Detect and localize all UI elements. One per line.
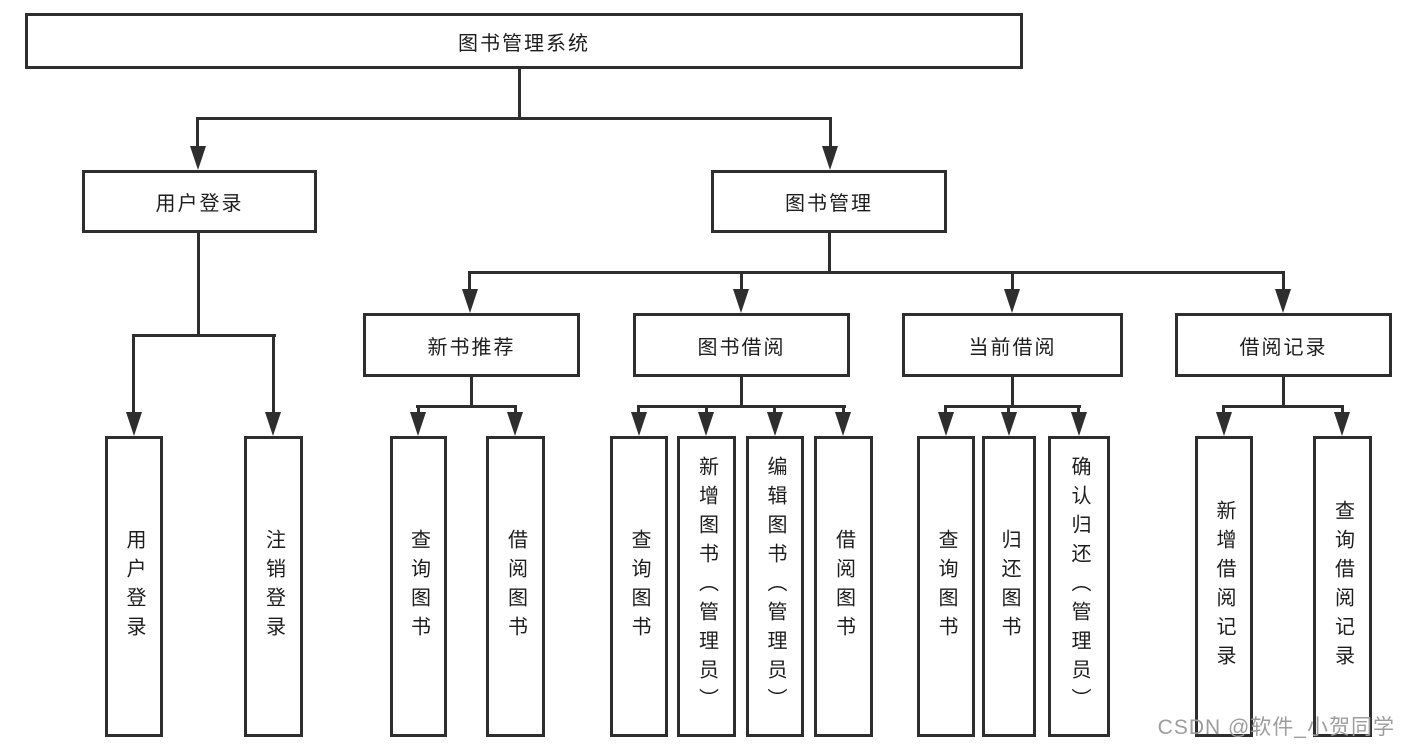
arrowhead (1071, 412, 1087, 436)
leaf-logout: 注销登录 (244, 436, 303, 737)
connector (944, 405, 1081, 408)
arrowhead (1001, 412, 1017, 436)
arrowhead (507, 412, 523, 436)
arrowhead (733, 289, 749, 313)
connector (468, 271, 1285, 274)
node-book-borrow-label: 图书借阅 (697, 336, 786, 359)
leaf-edit-book-admin: 编辑图书（管理员） (746, 436, 804, 737)
arrowhead (631, 412, 647, 436)
connector (468, 271, 471, 293)
arrowhead (1216, 412, 1232, 436)
connector (705, 405, 708, 416)
connector (518, 69, 521, 119)
connector (132, 334, 135, 416)
leaf-return-book: 归还图书 (982, 436, 1036, 737)
leaf-query-book-current-label: 查询图书 (935, 528, 957, 645)
leaf-query-borrow-record-label: 查询借阅记录 (1331, 499, 1354, 674)
node-new-book-recommend-label: 新书推荐 (427, 336, 516, 359)
leaf-query-book-borrow: 查询图书 (610, 436, 668, 737)
arrowhead (1004, 289, 1020, 313)
arrowhead (1334, 412, 1350, 436)
arrowhead (822, 146, 838, 170)
connector (272, 334, 275, 416)
leaf-query-book-borrow-label: 查询图书 (628, 528, 650, 645)
connector (1007, 405, 1010, 416)
connector (637, 405, 640, 416)
connector (132, 334, 276, 337)
leaf-query-book-recommend: 查询图书 (390, 436, 447, 737)
arrowhead (265, 412, 281, 436)
connector (197, 233, 200, 336)
connector (1222, 405, 1344, 408)
arrowhead (190, 146, 206, 170)
node-current-borrow: 当前借阅 (902, 313, 1123, 377)
leaf-borrow-book-recommend: 借阅图书 (486, 436, 545, 737)
leaf-confirm-return-admin-label: 确认归还（管理员） (1068, 456, 1090, 717)
leaf-user-login: 用户登录 (105, 436, 163, 737)
connector (196, 117, 832, 120)
leaf-user-login-label: 用户登录 (123, 528, 145, 645)
leaf-query-book-recommend-label: 查询图书 (407, 528, 430, 645)
arrowhead (1275, 289, 1291, 313)
node-user-login: 用户登录 (82, 170, 317, 233)
node-book-management: 图书管理 (711, 170, 947, 233)
leaf-add-borrow-record-label: 新增借阅记录 (1213, 499, 1235, 674)
csdn-watermark: CSDN @软件_小贺同学 (1157, 716, 1395, 739)
arrowhead (835, 412, 851, 436)
connector (1077, 405, 1080, 416)
leaf-add-book-admin-label: 新增图书（管理员） (695, 456, 718, 717)
node-new-book-recommend: 新书推荐 (363, 313, 580, 377)
node-user-login-label: 用户登录 (155, 193, 244, 215)
node-root-label: 图书管理系统 (458, 32, 590, 55)
connector (417, 405, 420, 416)
arrowhead (767, 412, 783, 436)
connector (514, 405, 517, 416)
connector (416, 405, 517, 408)
connector (829, 117, 832, 150)
connector (637, 405, 846, 408)
arrowhead (410, 412, 426, 436)
leaf-borrow-book-label: 借阅图书 (832, 528, 855, 645)
connector (944, 405, 947, 416)
connector (470, 377, 473, 407)
connector (842, 405, 845, 416)
node-book-borrow: 图书借阅 (633, 313, 850, 377)
leaf-return-book-label: 归还图书 (998, 528, 1020, 645)
leaf-confirm-return-admin: 确认归还（管理员） (1048, 436, 1110, 737)
connector (740, 271, 743, 293)
node-borrow-record: 借阅记录 (1175, 313, 1392, 377)
arrowhead (938, 412, 954, 436)
node-borrow-record-label: 借阅记录 (1239, 336, 1328, 359)
connector (740, 377, 743, 407)
leaf-borrow-book-recommend-label: 借阅图书 (504, 528, 527, 645)
node-current-borrow-label: 当前借阅 (968, 336, 1057, 359)
connector (1341, 405, 1344, 416)
leaf-borrow-book: 借阅图书 (814, 436, 873, 737)
leaf-logout-label: 注销登录 (262, 528, 285, 645)
connector (196, 117, 199, 150)
node-book-management-label: 图书管理 (785, 193, 873, 215)
connector (773, 405, 776, 416)
leaf-edit-book-admin-label: 编辑图书（管理员） (764, 456, 786, 717)
connector (1282, 271, 1285, 293)
leaf-add-borrow-record: 新增借阅记录 (1195, 436, 1253, 737)
connector (1011, 377, 1014, 407)
leaf-query-book-current: 查询图书 (917, 436, 975, 737)
node-root: 图书管理系统 (25, 13, 1023, 69)
connector (1011, 271, 1014, 293)
arrowhead (462, 289, 478, 313)
connector (828, 233, 831, 273)
leaf-query-borrow-record: 查询借阅记录 (1313, 436, 1372, 737)
leaf-add-book-admin: 新增图书（管理员） (677, 436, 736, 737)
connector (1282, 377, 1285, 407)
arrowhead (126, 412, 142, 436)
connector (1222, 405, 1225, 416)
arrowhead (698, 412, 714, 436)
